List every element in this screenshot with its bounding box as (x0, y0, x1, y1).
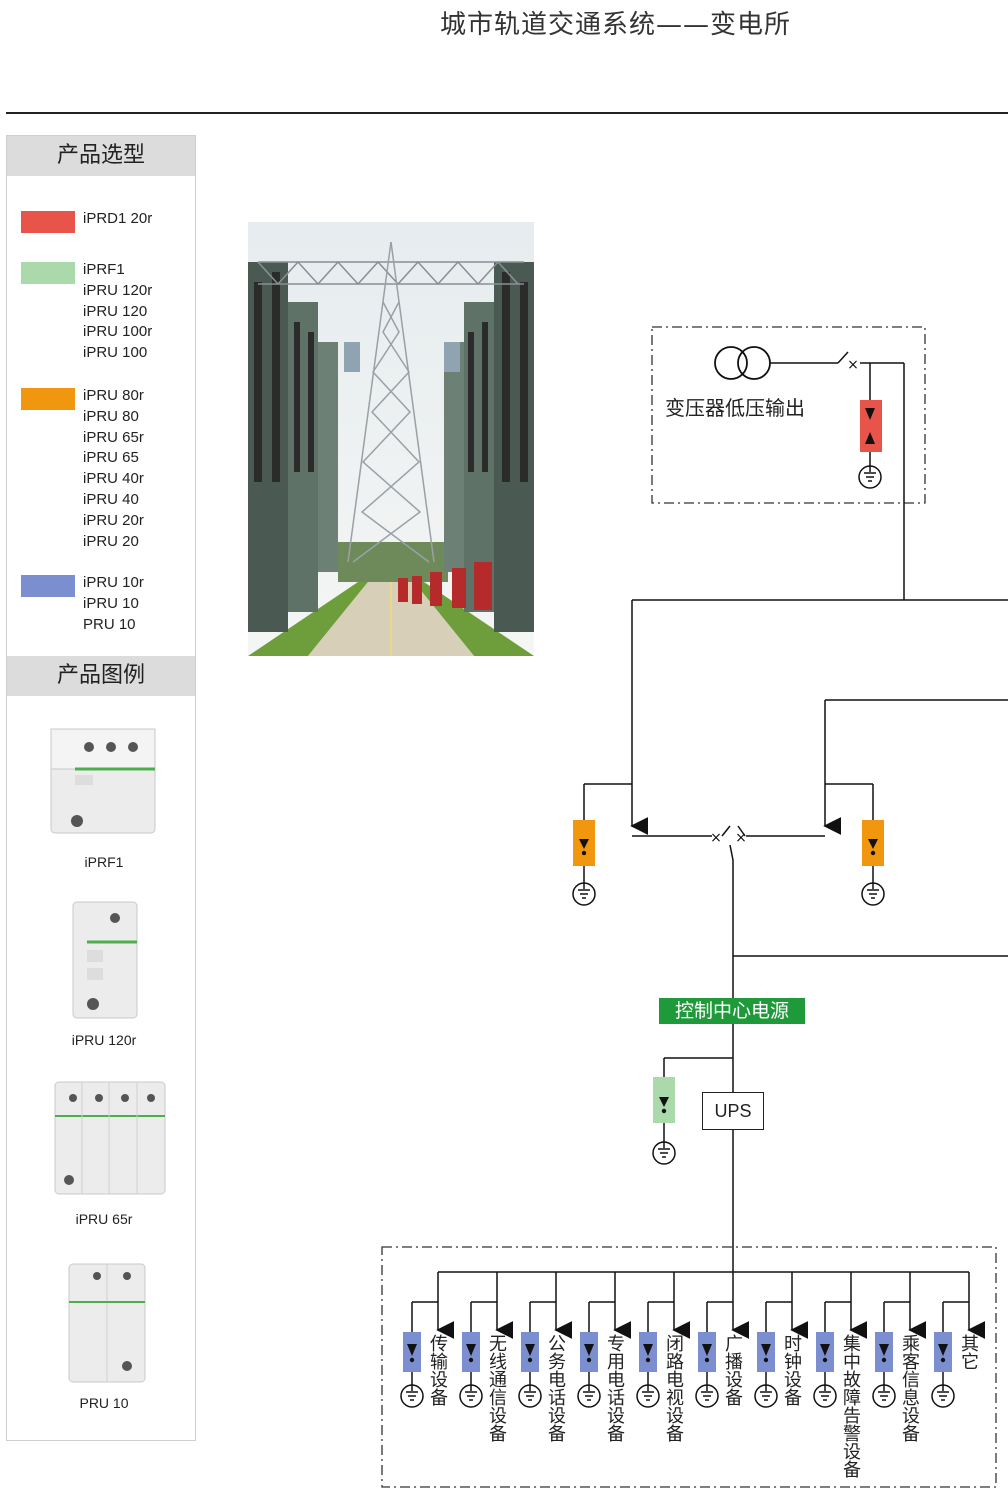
spd-arrow-icon (407, 1344, 417, 1356)
product-caption: iPRU 120r (71, 1032, 137, 1048)
ground-icon (636, 1384, 660, 1408)
breaker-switch-icon (837, 351, 849, 364)
legend-item: PRU 10 (83, 615, 136, 633)
equipment-label: 时钟设备 (781, 1334, 802, 1406)
page-title: 城市轨道交通系统——变电所 (440, 10, 792, 40)
legend-item: iPRU 10r (83, 574, 144, 591)
spd-arrow-icon (466, 1344, 476, 1356)
equipment-zone (381, 1246, 997, 1488)
legend-item: iPRU 40r (83, 470, 144, 488)
legend-item: iPRU 40 (83, 490, 139, 508)
svg-text:×: × (710, 830, 722, 846)
svg-text:×: × (847, 357, 859, 373)
equipment-label: 集中故障告警设备 (840, 1334, 861, 1478)
product-legend-header: 产品图例 (7, 656, 195, 696)
equipment-label: 其它 (958, 1334, 979, 1370)
ground-icon (695, 1384, 719, 1408)
legend-item: iPRU 65r (83, 428, 144, 446)
ground-icon (577, 1384, 601, 1408)
red-swatch (21, 211, 75, 233)
legend-item: iPRU 120 (83, 302, 148, 320)
header-divider (6, 112, 1008, 114)
legend-list: iPRU 80r iPRU 80 iPRU 65r iPRU 65 iPRU 4… (83, 386, 144, 552)
legend-item: iPRF1 (83, 261, 125, 278)
spd-node (940, 1357, 946, 1363)
ground-icon (459, 1384, 483, 1408)
ground-icon (572, 882, 596, 906)
product-caption: PRU 10 (79, 1395, 129, 1411)
spd-node (881, 1357, 887, 1363)
equipment-label: 公务电话设备 (545, 1334, 566, 1442)
blue-swatch (21, 575, 75, 597)
control-center-label: 控制中心电源 (659, 998, 805, 1024)
ground-icon (813, 1384, 837, 1408)
legend-item: iPRU 80 (83, 407, 139, 425)
legend-item: iPRU 65 (83, 449, 139, 467)
spd-node (645, 1357, 651, 1363)
spd-node (822, 1357, 828, 1363)
ipru-120r-product-image (72, 901, 138, 1019)
equipment-label: 专用电话设备 (604, 1334, 625, 1442)
product-caption: iPRU 65r (75, 1211, 133, 1227)
product-selection-header: 产品选型 (7, 136, 195, 176)
equipment-label: 无线通信设备 (486, 1334, 507, 1442)
svg-text:×: × (735, 830, 747, 846)
legend-item: iPRU 20 (83, 532, 139, 550)
equipment-label: 广播设备 (722, 1334, 743, 1406)
tie-switch-icon (721, 825, 731, 837)
green-swatch (21, 262, 75, 284)
spd-arrow-icon (584, 1344, 594, 1356)
legend-list: iPRU 10r iPRU 10 PRU 10 (83, 573, 144, 635)
transformer-icon (714, 346, 748, 380)
ground-icon (931, 1384, 955, 1408)
spd-node (468, 1357, 474, 1363)
legend-item: iPRD1 20r (83, 210, 153, 227)
ground-icon (518, 1384, 542, 1408)
ground-icon (754, 1384, 778, 1408)
sidebar: 产品选型 iPRD1 20r iPRF1 iPRU 120r iPRU 120 … (6, 135, 196, 1441)
equipment-label: 乘客信息设备 (899, 1334, 920, 1442)
transformer-zone (651, 326, 926, 504)
ground-icon (872, 1384, 896, 1408)
legend-list: iPRD1 20r (83, 209, 152, 230)
equipment-label: 闭路电视设备 (663, 1334, 684, 1442)
spd-arrow-icon (938, 1344, 948, 1356)
legend-item: iPRU 10 (83, 594, 139, 612)
legend-list: iPRF1 iPRU 120r iPRU 120 iPRU 100r iPRU … (83, 260, 152, 364)
spd-arrow-icon (820, 1344, 830, 1356)
legend-item: iPRU 20r (83, 511, 144, 529)
ground-icon (861, 882, 885, 906)
spd-arrow-icon (702, 1344, 712, 1356)
product-caption: iPRF1 (84, 854, 124, 870)
spd-arrow-icon (879, 1344, 889, 1356)
spd-arrow-icon (761, 1344, 771, 1356)
iprf1-product-image (50, 728, 156, 834)
ups-box: UPS (702, 1092, 764, 1130)
legend-item: iPRU 100r (83, 323, 153, 341)
spd-arrow-icon (643, 1344, 653, 1356)
pru-10-product-image (68, 1263, 146, 1383)
ipru-65r-product-image (54, 1081, 166, 1195)
substation-photo (248, 222, 534, 656)
spd-red (860, 400, 882, 452)
legend-item: iPRU 120r (83, 281, 153, 299)
spd-node (527, 1357, 533, 1363)
orange-swatch (21, 388, 75, 410)
legend-item: iPRU 80r (83, 387, 144, 404)
equipment-label: 传输设备 (427, 1334, 448, 1406)
ground-icon (400, 1384, 424, 1408)
ground-icon (858, 465, 882, 489)
spd-node (763, 1357, 769, 1363)
spd-node (409, 1357, 415, 1363)
legend-item: iPRU 100 (83, 344, 148, 362)
spd-arrow-icon (525, 1344, 535, 1356)
spd-node (586, 1357, 592, 1363)
ground-icon (652, 1141, 676, 1165)
transformer-label: 变压器低压输出 (665, 396, 805, 420)
spd-node (704, 1357, 710, 1363)
